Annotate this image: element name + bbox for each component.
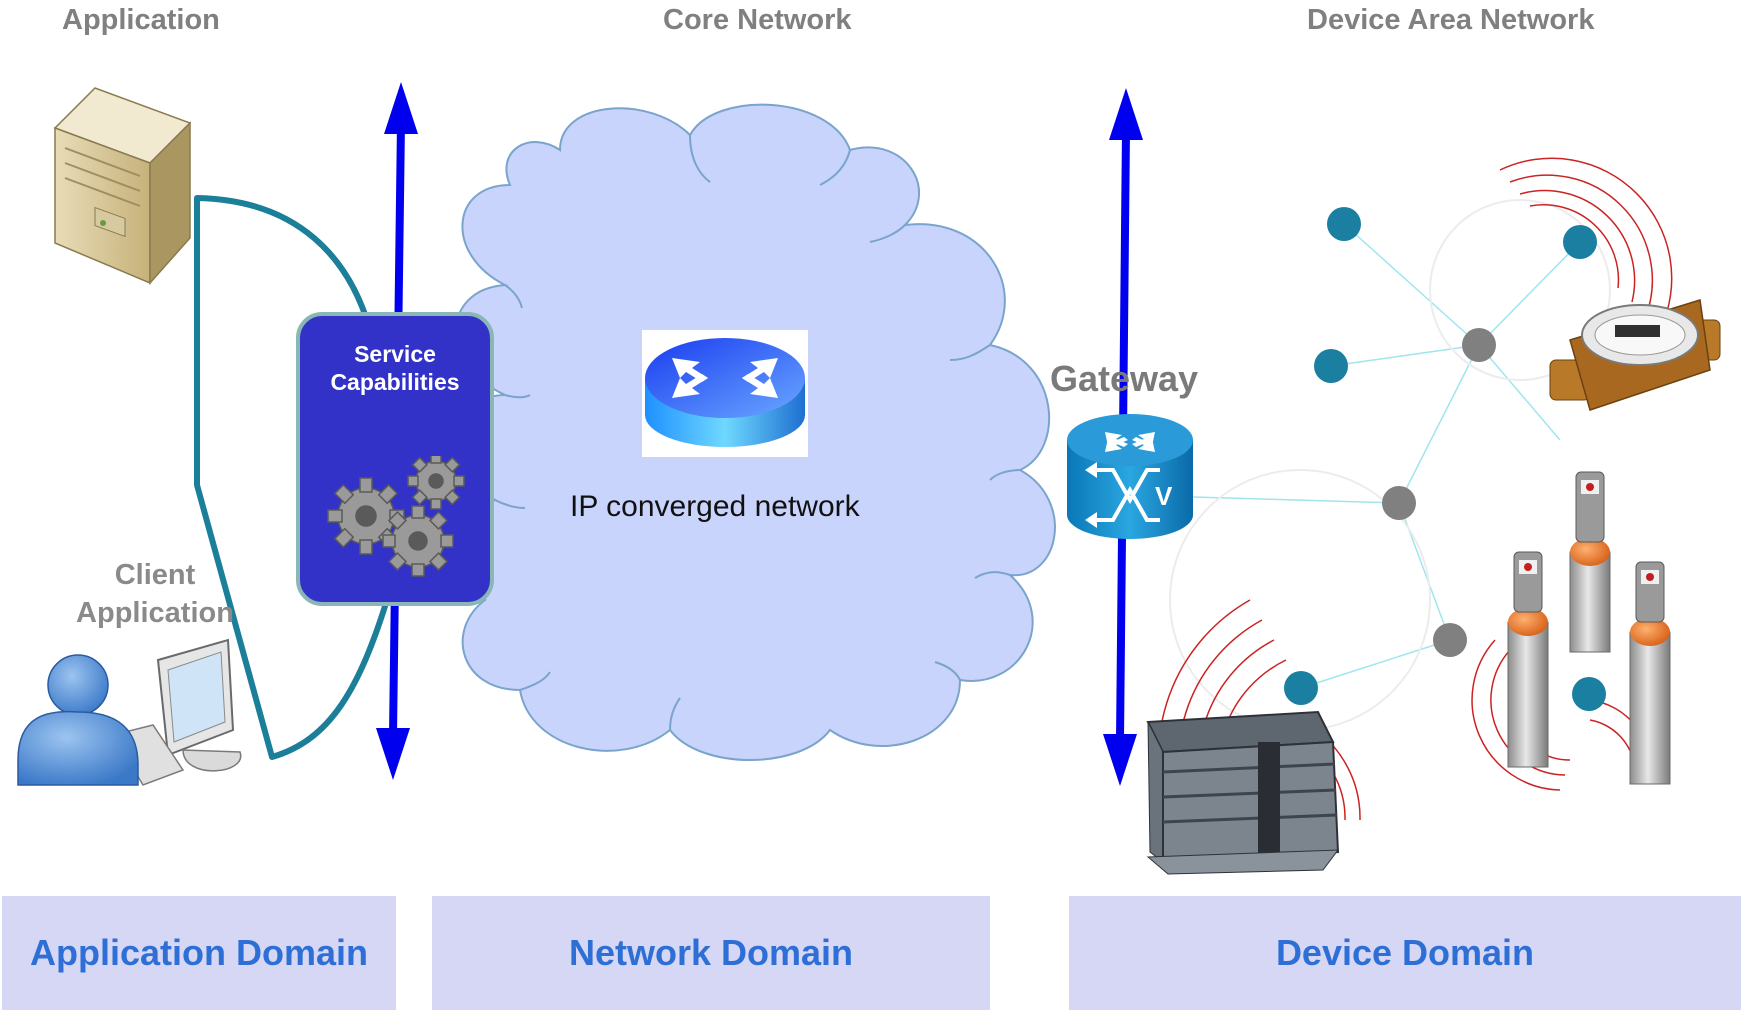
mesh-links (1192, 223, 1581, 689)
water-meter-icon (1549, 299, 1721, 411)
mesh-node (1284, 671, 1318, 705)
header-device-area-network: Device Area Network (1307, 4, 1595, 36)
svg-text:V: V (1155, 481, 1173, 511)
mesh-node (1462, 328, 1496, 362)
application-domain-box: Application Domain (2, 896, 396, 1010)
mesh-nodes (1284, 207, 1606, 711)
client-application-label: Client Application (76, 559, 234, 629)
device-domain-label: Device Domain (1275, 932, 1535, 973)
ip-network-label: IP converged network (570, 490, 860, 523)
device-domain-box: Device Domain (1069, 896, 1741, 1010)
gears-icon (327, 456, 465, 577)
mesh-node (1314, 349, 1348, 383)
mesh-node (1563, 225, 1597, 259)
header-core-network: Core Network (663, 4, 852, 36)
tank-icon (1146, 710, 1340, 875)
mesh-node (1382, 486, 1416, 520)
server-icon (53, 87, 192, 285)
user-computer-icon (17, 638, 242, 786)
mesh-node (1327, 207, 1361, 241)
header-application: Application (62, 4, 220, 36)
gateway-router-icon: V (1067, 414, 1193, 539)
router-icon (642, 330, 808, 457)
gas-cylinder-icon (1507, 471, 1671, 785)
service-capabilities-label: Service Capabilities (330, 341, 460, 395)
network-domain-box: Network Domain (432, 896, 990, 1010)
network-domain-label: Network Domain (568, 932, 854, 973)
service-capabilities-box: Service Capabilities (296, 312, 494, 606)
application-domain-label: Application Domain (29, 932, 368, 973)
gateway-label: Gateway (1050, 358, 1199, 399)
mesh-node (1572, 677, 1606, 711)
mesh-node (1433, 623, 1467, 657)
